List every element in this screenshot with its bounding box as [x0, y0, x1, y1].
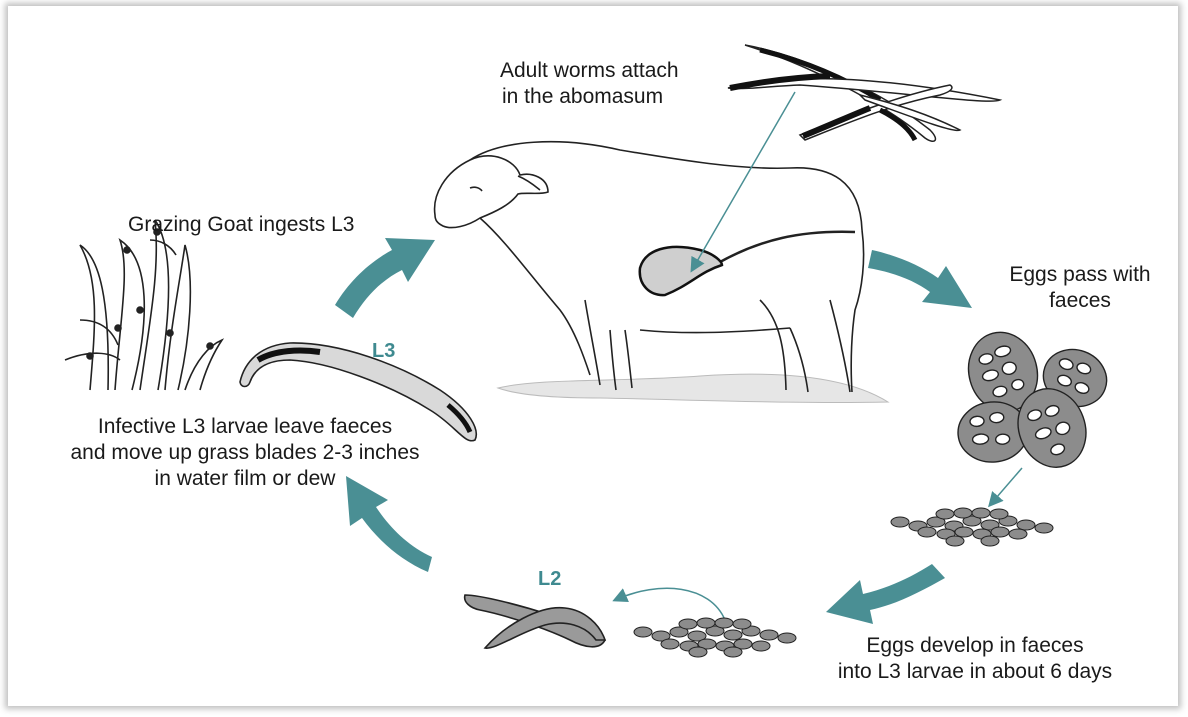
l3-stage-label: L3: [372, 340, 395, 363]
infective-line-3: in water film or dew: [30, 466, 460, 492]
infective-label: Infective L3 larvae leave faeces and mov…: [30, 414, 460, 492]
faeces-cluster-lower: [634, 618, 796, 657]
goat-illustration: [435, 142, 888, 403]
eggs-pass-line-1: Eggs pass with: [980, 262, 1180, 288]
eggs-develop-label: Eggs develop in faeces into L3 larvae in…: [810, 633, 1140, 685]
adult-worms-label: Adult worms attach in the abomasum: [500, 58, 679, 110]
cycle-arrow-eggs-develop: [826, 564, 945, 624]
eggs-develop-line-2: into L3 larvae in about 6 days: [810, 659, 1140, 685]
ground-shadow: [498, 374, 888, 402]
eggs-pass-line-2: faeces: [980, 288, 1180, 314]
l2-larva-illustration: [465, 595, 605, 648]
cycle-arrow-to-goat: [335, 238, 435, 318]
eggs-to-faeces-pointer: [990, 468, 1022, 505]
faeces-cluster-upper: [891, 508, 1053, 546]
adult-worms-line-1: Adult worms attach: [500, 58, 679, 84]
cycle-arrow-eggs-pass: [868, 250, 972, 308]
infective-line-1: Infective L3 larvae leave faeces: [30, 414, 460, 440]
infective-line-2: and move up grass blades 2-3 inches: [30, 440, 460, 466]
eggs-illustration: [956, 325, 1115, 477]
eggs-pass-label: Eggs pass with faeces: [980, 262, 1180, 314]
grass-illustration: [65, 220, 222, 390]
l2-stage-label: L2: [538, 568, 561, 591]
eggs-develop-line-1: Eggs develop in faeces: [810, 633, 1140, 659]
adult-worms-illustration: [728, 45, 1000, 141]
adult-worms-line-2: in the abomasum: [500, 84, 679, 110]
grazing-label: Grazing Goat ingests L3: [128, 212, 354, 238]
abomasum-shape: [640, 247, 722, 295]
worms-to-abomasum-pointer: [692, 92, 795, 270]
eggs-to-l2-pointer: [615, 588, 725, 620]
